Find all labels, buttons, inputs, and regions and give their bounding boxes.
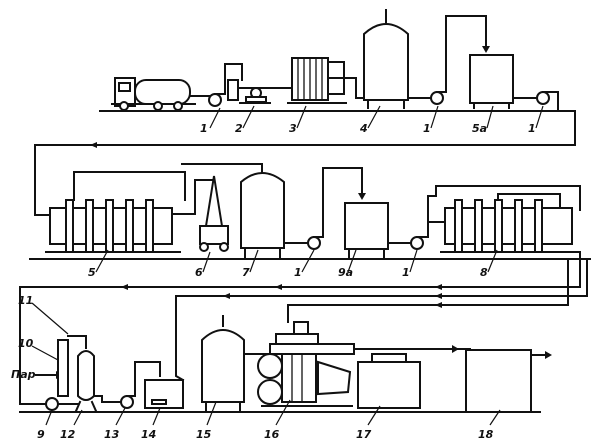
cooler-14 (144, 379, 184, 409)
label-5: 5 (88, 266, 96, 279)
label-2: 2 (235, 122, 243, 135)
line-cooler-tank4 (327, 77, 369, 99)
pump-1d (307, 236, 321, 250)
line-col-to-vessel (67, 335, 87, 349)
label-16: 16 (264, 428, 280, 441)
line-row1-to-row2 (34, 110, 576, 216)
line-separator-return (181, 163, 263, 177)
thermostat-chamber-17 (357, 353, 421, 409)
tank-9a (344, 202, 389, 258)
row-1: 1 2 3 4 1 5а 1 (99, 9, 576, 135)
label-10: 10 (18, 337, 34, 350)
fermentation-tank-15 (201, 315, 245, 411)
plate-exchanger-8 (440, 199, 581, 253)
line-pump-to-row2 (548, 91, 559, 112)
label-1a: 1 (200, 122, 208, 135)
label-4: 4 (359, 122, 368, 135)
steam-column-10 (57, 339, 69, 397)
tank-5a (469, 54, 514, 109)
pump-1c (536, 91, 550, 105)
milk-tanker-truck (111, 77, 196, 111)
label-9a: 9а (338, 266, 353, 279)
label-9: 9 (37, 428, 45, 441)
label-6: 6 (195, 266, 203, 279)
pump-1a (208, 93, 222, 107)
line-pasteurizer-loop-b (171, 179, 215, 215)
tank-7 (240, 172, 285, 258)
line-exchanger-loop (497, 193, 561, 209)
label-5a: 5а (472, 122, 487, 135)
cold-storage-18 (465, 349, 532, 413)
pump-13 (120, 395, 134, 409)
line-row2-to-row3-a (19, 251, 581, 331)
label-7: 7 (242, 266, 250, 279)
storage-tank-4 (363, 9, 409, 109)
label-14: 14 (141, 428, 156, 441)
label-11: 11 (18, 294, 33, 307)
label-1d: 1 (294, 266, 302, 279)
line-row2-to-row3-b (175, 258, 588, 331)
label-8: 8 (480, 266, 488, 279)
line-pump-tank9a (319, 167, 363, 238)
label-3: 3 (289, 122, 297, 135)
line-pump-meter (220, 63, 243, 95)
label-1c: 1 (528, 122, 536, 135)
plate-pasteurizer-5 (45, 199, 181, 253)
label-17: 17 (356, 428, 372, 441)
line-vessel-pump13 (93, 395, 122, 403)
line-pump-tank5a (442, 15, 487, 93)
pump-1b (430, 91, 444, 105)
holding-vessel-12 (74, 350, 98, 413)
label-1b: 1 (423, 122, 431, 135)
separator-6 (199, 175, 229, 252)
line-cooler14-tank15 (175, 329, 185, 382)
line-pump-exchanger8 (422, 185, 581, 238)
row-2: 5 6 7 1 9а 1 8 (29, 163, 591, 279)
label-steam: Пар (11, 368, 36, 381)
packaging-machine-16 (257, 321, 355, 407)
label-13: 13 (104, 428, 120, 441)
label-15: 15 (196, 428, 212, 441)
label-18: 18 (478, 428, 494, 441)
line-pasteurizer-loop-a (73, 171, 186, 201)
pump-9 (45, 397, 59, 411)
flow-meter-2 (227, 79, 271, 104)
line-pump13-up (132, 361, 161, 397)
line-row2-to-row3-c (287, 258, 569, 323)
label-12: 12 (60, 428, 76, 441)
plate-cooler-3 (287, 57, 347, 104)
pump-1e (410, 236, 424, 250)
label-1e: 1 (402, 266, 410, 279)
row-3: Пар (11, 294, 552, 441)
line-pump9 (19, 329, 47, 405)
